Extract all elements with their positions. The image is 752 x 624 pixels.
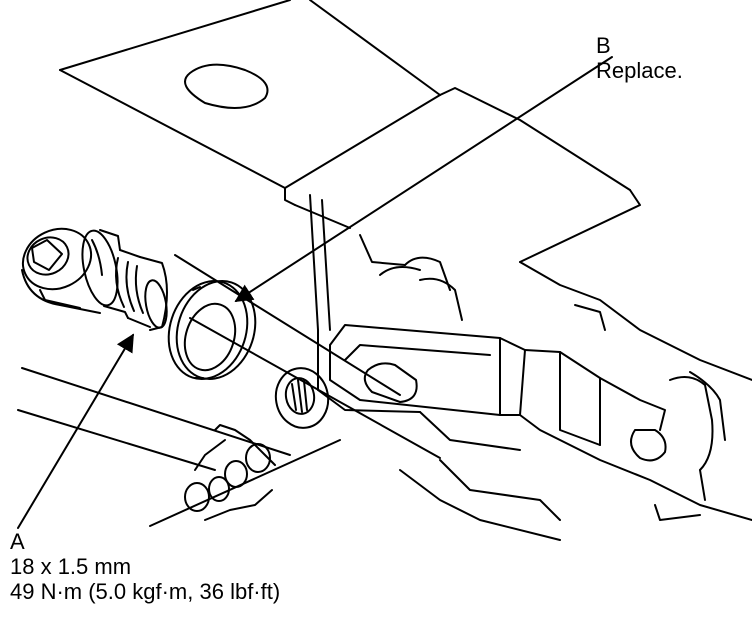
upper-bracket	[59, 0, 641, 263]
vertical-support	[309, 194, 451, 413]
bolt-torque-label: 49 N·m (5.0 kgf·m, 36 lbf·ft)	[10, 579, 281, 604]
callout-a-letter: A	[10, 529, 25, 554]
callout-b: B Replace.	[596, 33, 683, 83]
flange-bolt	[21, 227, 168, 331]
callout-a-leader	[17, 333, 134, 529]
callout-b-letter: B	[596, 33, 611, 58]
washer-note-label: Replace.	[596, 58, 683, 83]
transmission-housing	[329, 261, 752, 541]
threaded-hole	[274, 367, 330, 429]
bracket-hole	[184, 63, 269, 109]
bolt-size-label: 18 x 1.5 mm	[10, 554, 132, 579]
housing-boss	[363, 362, 418, 403]
lower-flange	[184, 424, 276, 521]
callout-a: A 18 x 1.5 mm 49 N·m (5.0 kgf·m, 36 lbf·…	[10, 529, 280, 604]
callout-b-leader	[234, 56, 613, 302]
sealing-washer	[167, 280, 257, 380]
